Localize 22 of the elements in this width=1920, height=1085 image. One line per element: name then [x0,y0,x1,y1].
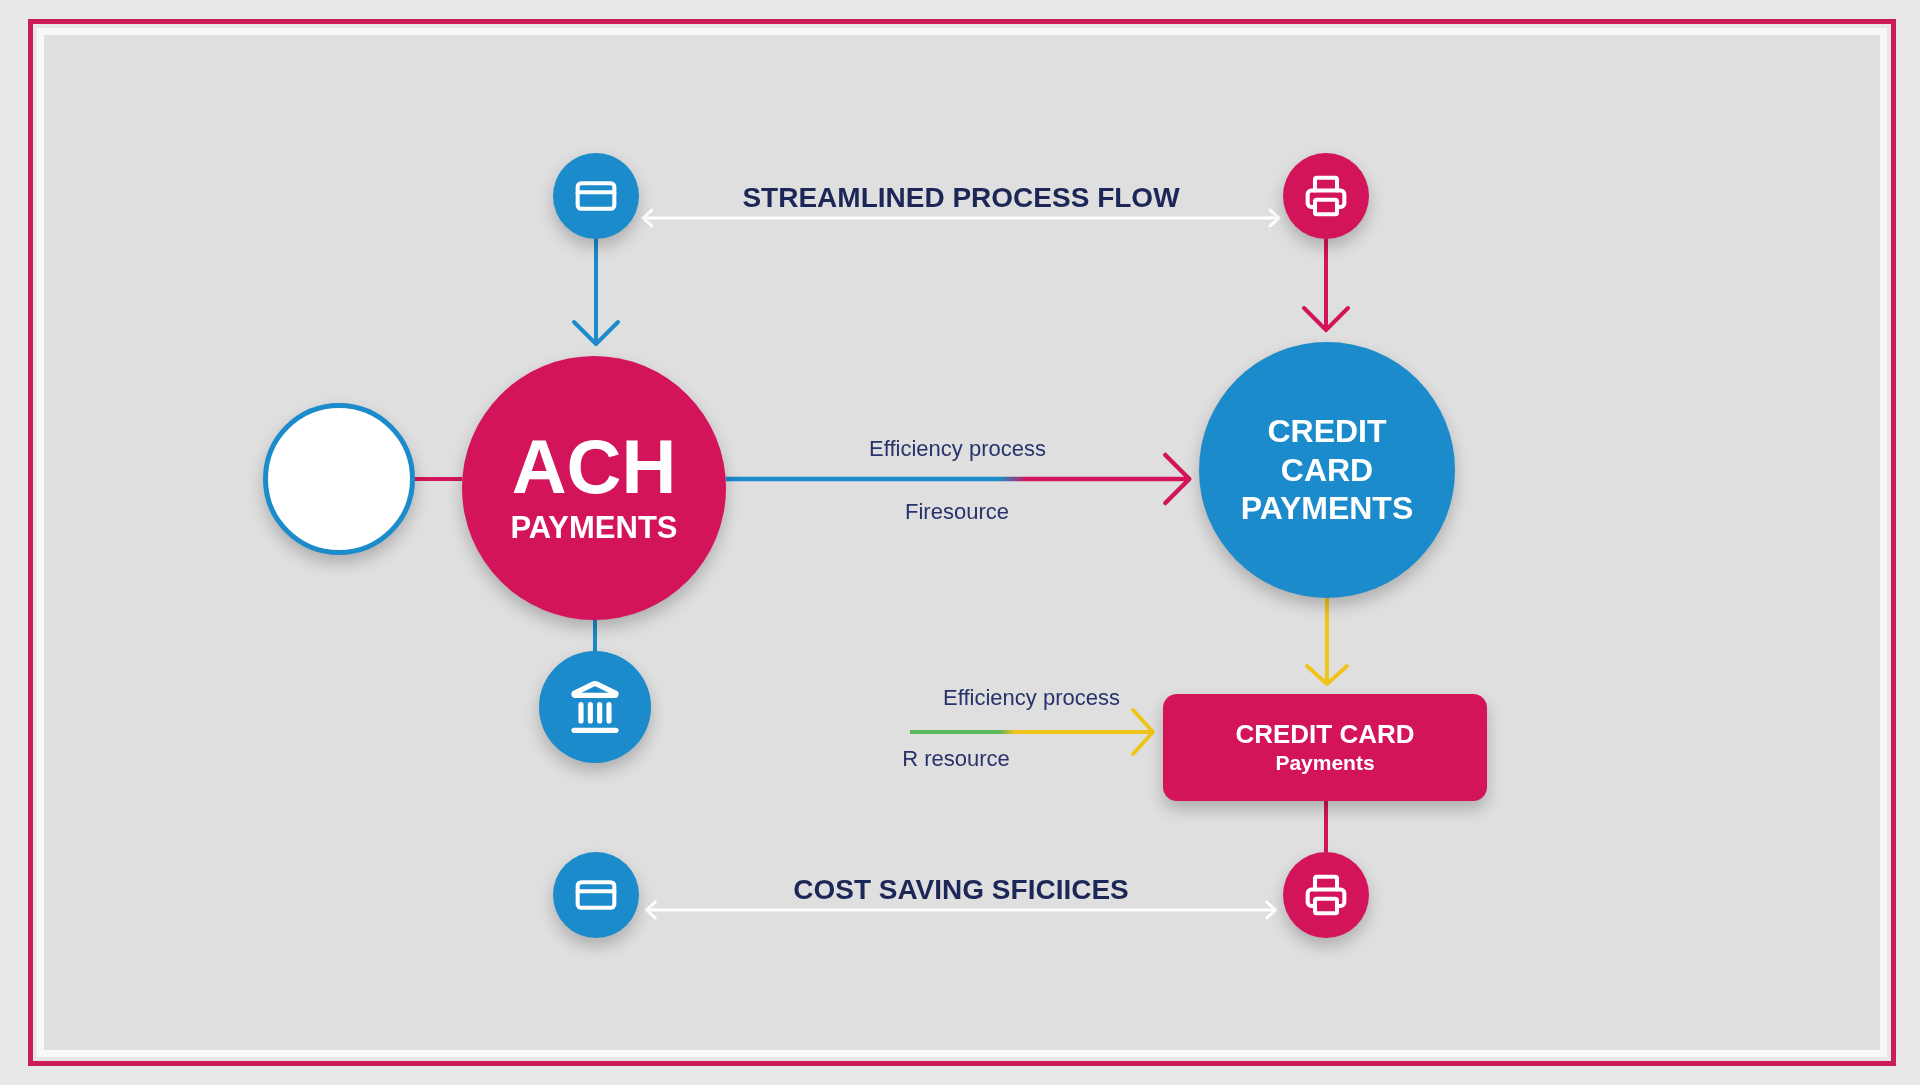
line-caption: R resource [902,746,1010,772]
arrow [572,239,620,346]
node-subheading: PAYMENTS [510,509,678,547]
line-caption: Firesource [905,499,1009,525]
edge-label: Efficiency process [869,436,1046,461]
connector-line [593,620,597,651]
node-heading: ACH [511,429,677,506]
arrow [1302,239,1350,332]
arrow [725,452,1192,506]
arrow [644,900,1278,920]
node-label: CREDIT CARD PAYMENTS [1239,412,1415,528]
connector-line [415,477,463,481]
edge-label: Efficiency process [943,685,1120,710]
arrow [910,708,1155,756]
node-heading: CREDIT CARD [1235,719,1415,750]
node-subheading: Payments [1275,749,1375,776]
edge-label: STREAMLINED PROCESS FLOW [742,183,1180,214]
edge-label: COST SAVING SFICIICES [793,875,1129,906]
arrow [641,208,1281,228]
connector-line [1324,801,1328,852]
process-box [1163,694,1487,801]
arrow [1305,598,1349,686]
